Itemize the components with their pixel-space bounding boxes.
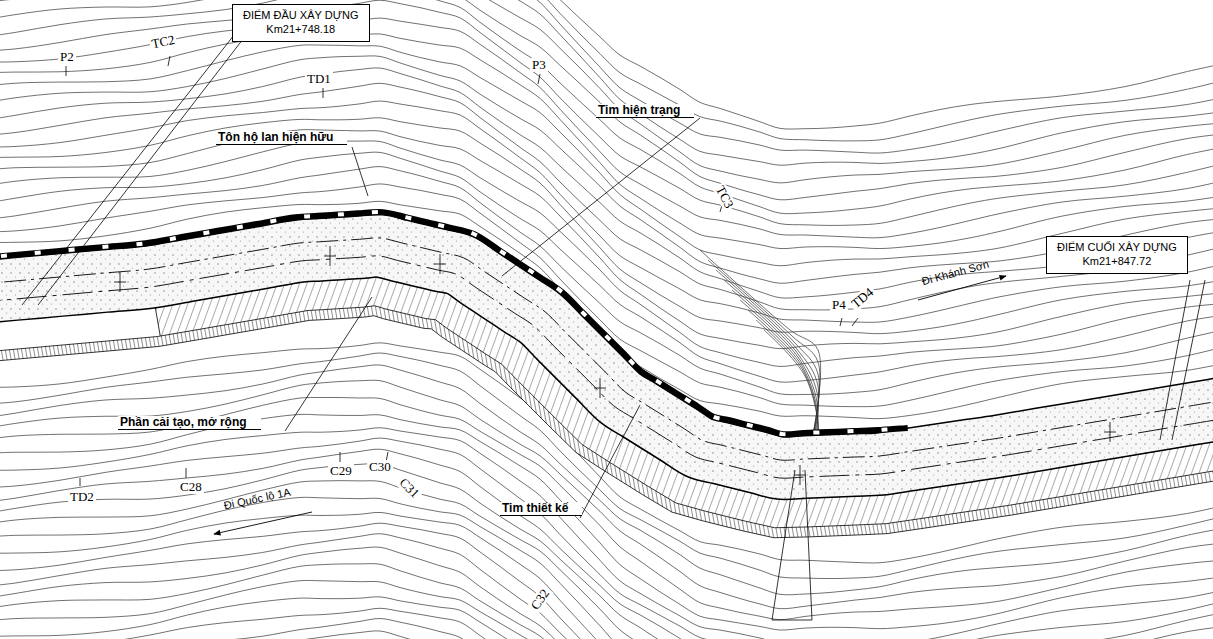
callout-text: Km21+847.72 bbox=[1057, 254, 1177, 268]
station-label: TC2 bbox=[149, 33, 179, 53]
road-surface bbox=[0, 246, 1213, 468]
road-edge bbox=[0, 246, 1213, 468]
station-label: P2 bbox=[58, 50, 76, 64]
contour-line bbox=[0, 0, 1213, 153]
callout-text: Km21+748.18 bbox=[243, 22, 359, 36]
contour-line bbox=[0, 580, 1213, 639]
contour-line bbox=[0, 0, 1213, 183]
direction-label: Đi Khánh Sơn bbox=[918, 257, 992, 288]
station-mark bbox=[434, 254, 446, 274]
station-label: C30 bbox=[367, 460, 393, 474]
note-label: Tôn hộ lan hiện hữu bbox=[216, 131, 347, 145]
contour-line bbox=[0, 0, 1213, 165]
contour-line bbox=[0, 34, 1213, 249]
road bbox=[0, 212, 1213, 538]
contour-line bbox=[0, 0, 1213, 129]
contour-line bbox=[0, 45, 1213, 266]
station-label: TD2 bbox=[68, 490, 96, 504]
callout-text: ĐIỂM CUỐI XÂY DỰNG bbox=[1057, 240, 1177, 254]
station-label: P4 bbox=[830, 298, 848, 312]
guardrail-post bbox=[0, 212, 908, 434]
contour-line bbox=[0, 547, 1213, 639]
station-label: C29 bbox=[328, 464, 354, 478]
note-label: Tim hiện trạng bbox=[596, 104, 694, 118]
direction-arrows bbox=[214, 276, 1006, 534]
station-label: TD1 bbox=[305, 72, 333, 86]
station-label: C32 bbox=[527, 585, 553, 614]
contour-line bbox=[0, 534, 1213, 639]
contour-line bbox=[0, 0, 1213, 225]
station-label: P3 bbox=[530, 58, 548, 72]
contour-line bbox=[0, 18, 1213, 238]
note-label: Tim thiết kế bbox=[500, 502, 582, 516]
direction-label: Đi Quốc lộ 1A bbox=[221, 485, 294, 512]
contour-line bbox=[0, 608, 1213, 639]
design-centerline bbox=[0, 256, 1213, 478]
contour-line bbox=[0, 597, 1213, 639]
contour-line bbox=[0, 564, 1213, 639]
station-mark bbox=[324, 246, 336, 266]
contour-line bbox=[0, 497, 1213, 639]
station-mark bbox=[114, 272, 126, 292]
note-label: Phần cải tạo, mở rộng bbox=[118, 416, 261, 430]
contour-line bbox=[0, 0, 1213, 214]
station-label: TC3 bbox=[712, 182, 737, 213]
contour-line bbox=[0, 523, 1213, 639]
station-label: C31 bbox=[395, 474, 423, 502]
leader-lines bbox=[22, 30, 1205, 620]
contour-line bbox=[0, 631, 1213, 639]
contour-line bbox=[0, 0, 1213, 200]
station-mark bbox=[794, 465, 806, 485]
station-label: TD4 bbox=[847, 284, 878, 313]
contour-line bbox=[0, 512, 1213, 639]
station-mark bbox=[594, 378, 606, 398]
callout-box: ĐIỂM ĐẦU XÂY DỰNGKm21+748.18 bbox=[232, 4, 370, 42]
contour-line bbox=[0, 0, 1213, 141]
station-label: C28 bbox=[178, 480, 204, 494]
contour-line bbox=[0, 619, 1213, 639]
callout-box: ĐIỂM CUỐI XÂY DỰNGKm21+847.72 bbox=[1046, 236, 1188, 274]
callout-text: ĐIỂM ĐẦU XÂY DỰNG bbox=[243, 8, 359, 22]
existing-centerline bbox=[0, 238, 1213, 460]
station-ticks bbox=[66, 56, 858, 606]
station-mark bbox=[1104, 422, 1116, 442]
guardrail bbox=[0, 212, 908, 434]
